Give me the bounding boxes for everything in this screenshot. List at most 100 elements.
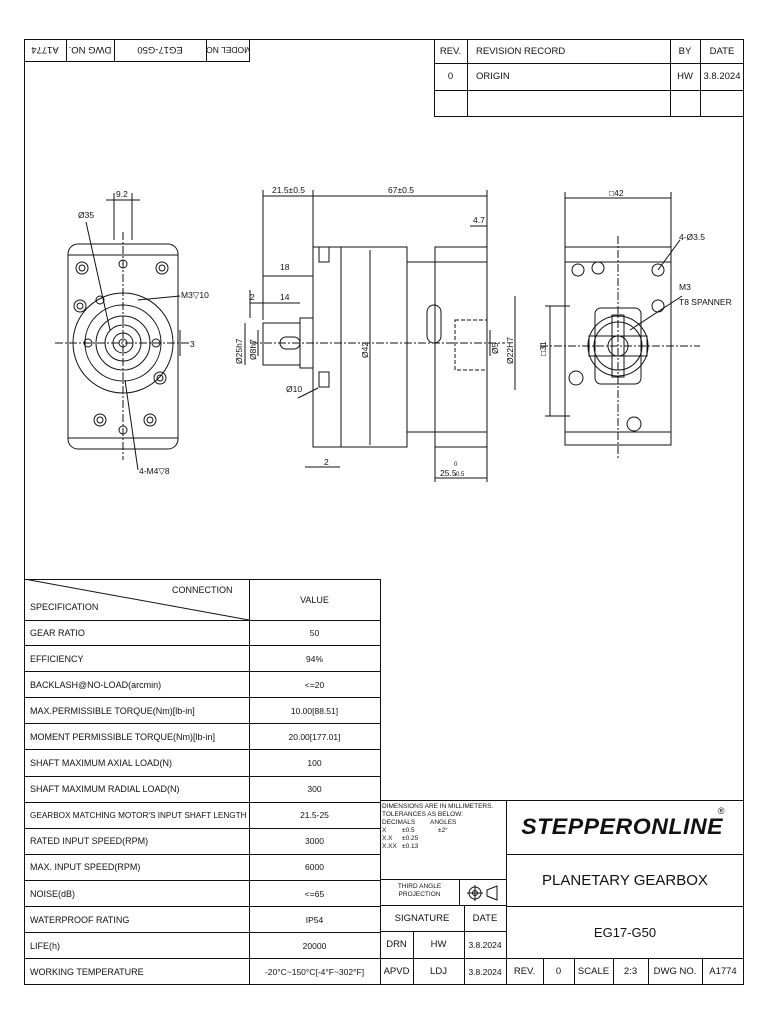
side-dim-2a: 2 bbox=[250, 292, 255, 302]
side-dim-8h7: Ø8h7 bbox=[248, 339, 258, 360]
scale-label: SCALE bbox=[577, 966, 610, 977]
connection-label: CONNECTION bbox=[172, 585, 233, 595]
spec-name: SHAFT MAXIMUM AXIAL LOAD(N) bbox=[30, 758, 173, 769]
spec-value: <=20 bbox=[304, 679, 325, 690]
record-header: REVISION RECORD bbox=[476, 45, 566, 57]
side-dim-4-7: 4.7 bbox=[473, 215, 485, 225]
apvd-date: 3.8.2024 bbox=[468, 966, 502, 977]
spec-row: NOISE(dB) <=65 bbox=[24, 881, 380, 908]
revision-table: REV. REVISION RECORD BY DATE 0 ORIGIN HW… bbox=[434, 39, 744, 117]
spec-name: GEARBOX MATCHING MOTOR'S INPUT SHAFT LEN… bbox=[30, 810, 249, 820]
spec-row: RATED INPUT SPEED(RPM)3000 bbox=[24, 829, 380, 855]
by-header: BY bbox=[678, 45, 692, 57]
drn-by: HW bbox=[430, 939, 447, 950]
side-dim-67: 67±0.5 bbox=[388, 185, 414, 195]
side-dim-2b: 2 bbox=[324, 457, 329, 467]
side-dim-10: Ø10 bbox=[286, 384, 302, 394]
spec-name: BACKLASH@NO-LOAD(arcmin) bbox=[30, 679, 162, 690]
bottom-rev-label: REV. bbox=[513, 966, 536, 977]
spec-value: 20.00[177.01] bbox=[288, 731, 341, 742]
spec-row: MAX.PERMISSIBLE TORQUE(Nm)[lb-in] 10.00[8… bbox=[24, 698, 380, 725]
projection-label: THIRD ANGLE PROJECTION bbox=[380, 883, 459, 899]
drn-label: DRN bbox=[386, 939, 407, 950]
side-dim-21-5: 21.5±0.5 bbox=[272, 185, 305, 195]
top-title-block: A1774 DWG NO. EG17-G50 MODEL NO. bbox=[24, 39, 250, 62]
spec-value: 10.00[88.51] bbox=[290, 705, 339, 716]
header-diagonal bbox=[24, 579, 249, 620]
tol-decimals: DECIMALS bbox=[382, 819, 416, 826]
bottom-dwg-label: DWG NO. bbox=[653, 966, 697, 977]
spec-row: WORKING TEMPERATURE -20°C~150°C[-4°F~302°… bbox=[24, 959, 380, 986]
apvd-by: LDJ bbox=[430, 966, 447, 977]
scale-value: 2:3 bbox=[623, 966, 638, 977]
tol-xxx-val: ±0.13 bbox=[402, 843, 419, 850]
spec-name: MAX.PERMISSIBLE TORQUE(Nm)[lb-in] bbox=[30, 705, 195, 716]
side-dim-42: Ø42 bbox=[360, 342, 370, 358]
value-header: VALUE bbox=[300, 594, 329, 605]
drn-date: 3.8.2024 bbox=[468, 939, 502, 950]
spec-name: RATED INPUT SPEED(RPM) bbox=[30, 836, 149, 847]
apvd-label: APVD bbox=[383, 966, 410, 977]
side-dim-25h7: Ø25h7 bbox=[234, 338, 244, 364]
front-dim-3: 3 bbox=[190, 339, 195, 349]
spec-value: IP54 bbox=[305, 914, 324, 925]
side-dim-5: Ø5 bbox=[490, 342, 500, 354]
spec-row: GEARBOX MATCHING MOTOR'S INPUT SHAFT LEN… bbox=[24, 803, 380, 829]
spec-value: 6000 bbox=[305, 862, 324, 873]
side-tol-up: 0 bbox=[454, 462, 458, 468]
spec-name: WORKING TEMPERATURE bbox=[30, 966, 144, 977]
bottom-rev-value: 0 bbox=[555, 966, 562, 977]
spec-value: 100 bbox=[307, 758, 322, 769]
spec-row: SHAFT MAXIMUM RADIAL LOAD(N)300 bbox=[24, 777, 380, 803]
spec-value: 300 bbox=[307, 784, 322, 795]
brand-name: STEPPERONLINE bbox=[520, 814, 723, 839]
spec-row: MOMENT PERMISSIBLE TORQUE(Nm)[lb-in]20.0… bbox=[24, 724, 380, 751]
tol-xxx: X.XX bbox=[382, 843, 397, 850]
tol-line2: TOLERANCES AS BELOW: bbox=[382, 811, 464, 818]
projection-line1: THIRD ANGLE bbox=[397, 883, 442, 890]
projection-line2: PROJECTION bbox=[398, 891, 441, 898]
drawing-frame bbox=[24, 39, 744, 985]
side-view bbox=[244, 190, 516, 482]
spec-value: -20°C~150°C[-4°F~302°F] bbox=[264, 966, 365, 977]
rev-header: REV. bbox=[439, 45, 462, 57]
spec-row: SHAFT MAXIMUM AXIAL LOAD(N) 100 bbox=[24, 751, 380, 777]
spec-name: WATERPROOF RATING bbox=[30, 914, 130, 925]
sign-date-label: DATE bbox=[472, 912, 498, 924]
tol-x-val: ±0.5 bbox=[402, 827, 415, 834]
spec-table: CONNECTION SPECIFICATION VALUE GEAR RATI… bbox=[24, 579, 381, 986]
spec-name: LIFE(h) bbox=[30, 940, 61, 951]
front-m4: 4-M4▽8 bbox=[139, 466, 170, 476]
tol-angles: ANGLES bbox=[430, 819, 457, 826]
spec-row: MAX. INPUT SPEED(RPM) 6000 bbox=[24, 855, 380, 881]
side-tol-down: -0.5 bbox=[454, 472, 465, 478]
brand-logo: STEPPERONLINE ® bbox=[506, 800, 744, 854]
rear-m3: M3 bbox=[679, 282, 691, 292]
product-title: PLANETARY GEARBOX bbox=[542, 871, 708, 889]
by-value: HW bbox=[677, 71, 693, 82]
rev-value: 0 bbox=[447, 71, 454, 82]
spec-name: MAX. INPUT SPEED(RPM) bbox=[30, 862, 141, 873]
product-model: EG17-G50 bbox=[593, 924, 657, 940]
date-header: DATE bbox=[709, 45, 735, 57]
spec-name: NOISE(dB) bbox=[30, 888, 76, 899]
date-value: 3.8.2024 bbox=[703, 71, 741, 82]
tol-x: X bbox=[382, 827, 387, 834]
spec-value: 21.5-25 bbox=[300, 810, 329, 821]
record-value: ORIGIN bbox=[476, 71, 510, 82]
side-dim-18: 18 bbox=[280, 262, 290, 272]
tol-angle-val: ±2° bbox=[438, 827, 448, 834]
rear-dim-4-3-5: 4-Ø3.5 bbox=[679, 232, 705, 242]
spec-value: <=65 bbox=[304, 888, 325, 899]
title-block: DIMENSIONS ARE IN MILLIMETERS. TOLERANCE… bbox=[380, 800, 744, 985]
tol-xx: X.X bbox=[382, 835, 393, 842]
tolerance-block: DIMENSIONS ARE IN MILLIMETERS. TOLERANCE… bbox=[382, 803, 506, 851]
front-view bbox=[55, 193, 190, 471]
spec-row: WATERPROOF RATING IP54 bbox=[24, 907, 380, 934]
third-angle-projection-icon bbox=[467, 885, 498, 901]
spec-row: BACKLASH@NO-LOAD(arcmin) <=20 bbox=[24, 672, 380, 699]
rear-dim-sq42: □42 bbox=[609, 188, 624, 198]
rear-spanner: T8 SPANNER bbox=[679, 297, 732, 307]
side-dim-25-5: 25.5 bbox=[440, 468, 457, 478]
